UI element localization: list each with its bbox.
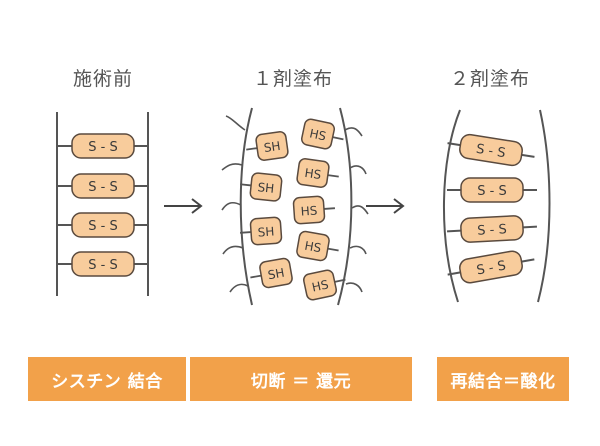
bond-label: S - S xyxy=(88,180,117,195)
hs-group: HS xyxy=(292,195,335,225)
stage-2-label: 切断 ＝ 還元 xyxy=(190,357,412,401)
sh-label: SH xyxy=(263,139,281,155)
hs-group: HS xyxy=(300,118,344,150)
hs-label: HS xyxy=(300,203,318,218)
stage-1-label: シスチン 結合 xyxy=(28,357,186,401)
bond-label: S - S xyxy=(477,222,507,239)
arrow-right-icon xyxy=(164,198,203,214)
bond-label: S - S xyxy=(475,142,506,161)
bond-label: S - S xyxy=(477,184,506,199)
bond-label: S - S xyxy=(88,258,117,273)
stage-3-title: ２剤塗布 xyxy=(449,68,530,90)
bond-label: S - S xyxy=(475,259,507,279)
sh-label: SH xyxy=(267,266,286,283)
stage-2-diagram: SH SH SH SH HS xyxy=(221,107,369,306)
stage-1-diagram: S - S S - S S - S S - S xyxy=(56,112,149,296)
bond: S - S xyxy=(57,133,148,159)
bond-label: S - S xyxy=(88,140,117,155)
bond: S - S xyxy=(447,133,535,167)
hs-label: HS xyxy=(304,166,322,182)
arrow-right-icon xyxy=(366,198,405,214)
sh-group: SH xyxy=(240,172,283,202)
left-strand xyxy=(239,107,253,306)
sh-group: SH xyxy=(246,131,289,161)
bond-label: S - S xyxy=(88,219,117,234)
bond: S - S xyxy=(447,215,537,243)
right-strand xyxy=(337,107,353,306)
bond: S - S xyxy=(57,212,148,238)
left-strand xyxy=(442,109,461,303)
hs-group: HS xyxy=(302,269,346,301)
right-strand xyxy=(537,109,551,303)
hs-group: HS xyxy=(296,230,339,262)
sh-label: SH xyxy=(257,224,275,239)
sh-group: SH xyxy=(240,216,283,246)
hs-label: HS xyxy=(303,239,322,256)
stage-3-label: 再結合＝酸化 xyxy=(437,357,569,401)
bond: S - S xyxy=(57,251,148,277)
bond: S - S xyxy=(447,177,537,203)
sh-label: SH xyxy=(257,180,275,196)
stage-3-diagram: S - S S - S S - S S - S xyxy=(442,109,551,303)
stage-1-title: 施術前 xyxy=(72,68,133,90)
bond: S - S xyxy=(57,173,148,199)
hs-group: HS xyxy=(296,158,339,188)
bond: S - S xyxy=(447,250,535,284)
sh-group: SH xyxy=(250,257,293,289)
hs-label: HS xyxy=(308,126,327,143)
hs-label: HS xyxy=(311,277,330,294)
stage-2-title: １剤塗布 xyxy=(252,68,333,90)
